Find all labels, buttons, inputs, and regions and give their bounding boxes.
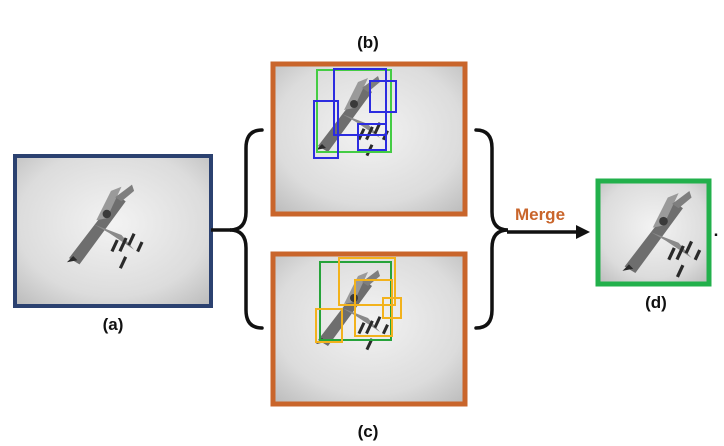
yellow-box [354, 279, 393, 337]
yellow-box [315, 308, 343, 343]
right-curly-brace [474, 128, 509, 330]
merge-label: Merge [515, 205, 565, 224]
panel-a-image [15, 156, 211, 306]
panel-c: (c) [270, 251, 468, 441]
panel-c-label: (c) [358, 422, 379, 441]
blue-box [369, 80, 397, 113]
panel-a-label: (a) [103, 315, 124, 334]
panel-d-label: (d) [645, 293, 667, 312]
trailing-period: . [714, 221, 719, 240]
panel-d-frame [595, 178, 712, 287]
panel-b-label: (b) [357, 33, 379, 52]
panel-b-frame [270, 61, 468, 217]
left-curly-brace [229, 128, 264, 330]
yellow-box [338, 257, 396, 306]
yellow-box [382, 297, 402, 319]
panel-c-frame [270, 251, 468, 407]
panel-d: (d) [595, 178, 712, 312]
arrow-head [576, 225, 590, 239]
panel-a: (a) [13, 154, 213, 334]
panel-b: (b) [270, 33, 468, 217]
blue-box [313, 100, 339, 159]
merge-arrow: Merge [507, 205, 590, 239]
blue-box [357, 123, 387, 151]
